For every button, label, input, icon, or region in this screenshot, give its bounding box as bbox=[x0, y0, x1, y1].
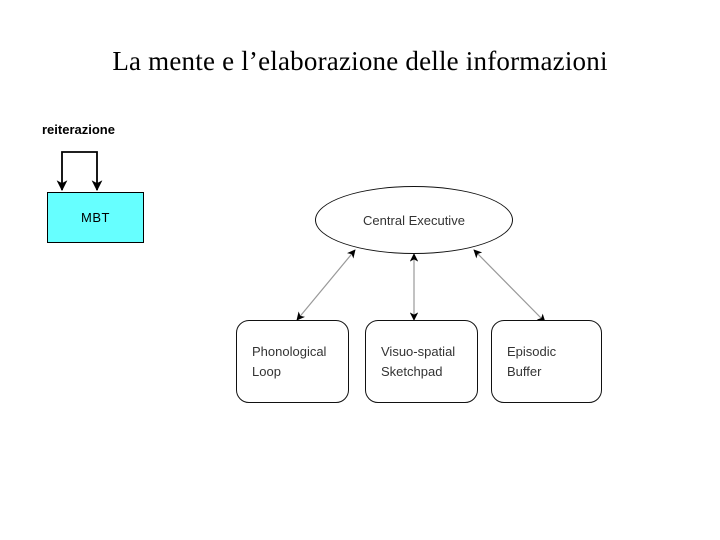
connector-central-to-phonological bbox=[296, 249, 356, 321]
page-title: La mente e l’elaborazione delle informaz… bbox=[112, 46, 608, 76]
phonological-loop-label-line2: Loop bbox=[252, 363, 281, 379]
phonological-loop-box: Phonological Loop bbox=[236, 320, 349, 403]
phonological-loop-label-line1: Phonological bbox=[252, 343, 327, 359]
episodic-buffer-label-line1: Episodic bbox=[507, 343, 557, 359]
mbt-store-label: MBT bbox=[81, 210, 110, 225]
visuospatial-sketchpad-label-line1: Visuo-spatial bbox=[381, 343, 456, 359]
mbt-store-box: MBT bbox=[47, 192, 144, 243]
connector-central-to-episodic bbox=[473, 249, 546, 323]
episodic-buffer-label-line2: Buffer bbox=[507, 363, 542, 379]
episodic-buffer-box: Episodic Buffer bbox=[491, 320, 602, 403]
visuospatial-sketchpad-box: Visuo-spatial Sketchpad bbox=[365, 320, 478, 403]
central-executive-label: Central Executive bbox=[363, 212, 465, 228]
central-executive-node: Central Executive bbox=[315, 186, 513, 254]
visuospatial-sketchpad-label-line2: Sketchpad bbox=[381, 363, 443, 379]
rehearsal-label: reiterazione bbox=[42, 122, 115, 137]
